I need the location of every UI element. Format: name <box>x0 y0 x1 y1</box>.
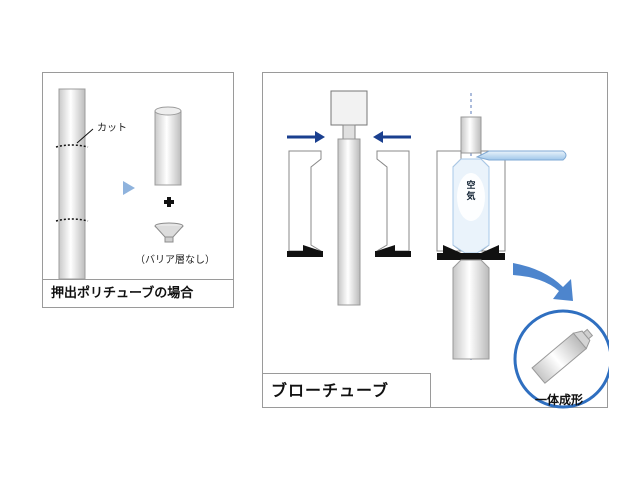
extruded-tube-panel: カット （バリア層なし） 押出ポリチューブの場合 <box>42 72 234 308</box>
no-barrier-label: （バリア層なし） <box>135 255 215 266</box>
cut-tube-piece <box>154 110 182 186</box>
mold-close-arrow-left-icon <box>287 131 325 143</box>
cut-line-lower <box>55 218 89 222</box>
cut-leader-line <box>76 128 94 144</box>
parison-tube <box>337 138 361 306</box>
air-nozzle-icon <box>475 150 567 161</box>
result-curved-arrow-icon <box>513 263 573 301</box>
mold-close-arrow-right-icon <box>373 131 411 143</box>
blow-molding-illustration <box>287 90 609 409</box>
lower-tube <box>452 259 490 360</box>
result-label: 一体成形 <box>535 393 584 407</box>
extruded-tube-caption: 押出ポリチューブの場合 <box>43 279 233 307</box>
cut-label: カット <box>97 123 127 134</box>
blow-tube-panel: 空気 一体成形 ブローチューブ <box>262 72 609 409</box>
extruded-tube <box>58 88 86 280</box>
cut-line-upper <box>55 144 89 148</box>
mold-base-plate <box>437 253 505 260</box>
extruded-tube-illustration <box>55 88 184 280</box>
mold-left-half <box>288 150 323 252</box>
shoulder-part-icon <box>154 222 184 243</box>
result-circle <box>513 309 609 409</box>
extrusion-head <box>330 90 368 126</box>
mold-right-half <box>375 150 410 252</box>
blow-tube-caption: ブローチューブ <box>263 373 431 407</box>
air-bubble <box>457 173 485 221</box>
blow-pin <box>460 116 482 154</box>
air-label: 空気 <box>466 181 476 202</box>
process-arrow-icon <box>123 181 135 195</box>
